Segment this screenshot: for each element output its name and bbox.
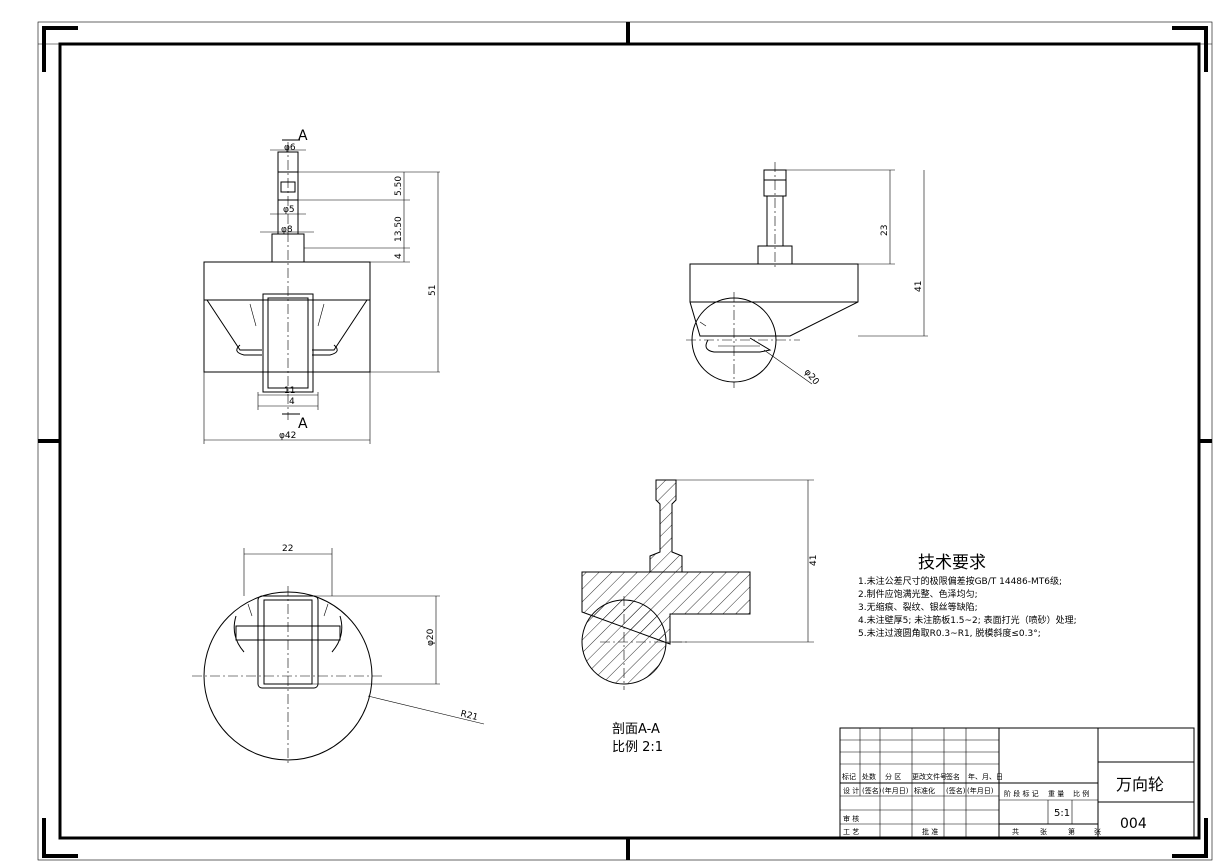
dim-4-width: 4 [289, 397, 295, 407]
tb-header-sign: 签名 [946, 772, 960, 781]
front-view: A A φ6 φ5 φ8 5.50 13.50 4 51 11 4 φ42 [203, 128, 440, 444]
section-title: 剖面A-A [612, 722, 660, 737]
sheet-frame [37, 21, 1213, 861]
top-dim-r21: R21 [459, 709, 479, 723]
dim-phi5: φ5 [283, 205, 295, 215]
tech-req-title: 技术要求 [918, 553, 986, 573]
tb-header-date: 年、月、日 [968, 772, 1003, 781]
tb-sheets-total: 共 [1012, 827, 1019, 836]
dim-5-50: 5.50 [394, 176, 404, 196]
tb-stage-mark: 阶 段 标 记 [1004, 789, 1039, 798]
dim-phi6: φ6 [284, 143, 296, 153]
technical-requirements: 技术要求 1.未注公差尺寸的极限偏差按GB/T 14486-MT6级; 2.制件… [858, 553, 1077, 639]
tb-header-change-doc: 更改文件号 [912, 772, 947, 781]
dim-11: 11 [284, 386, 295, 396]
top-view: 22 φ20 R21 [192, 544, 485, 766]
dim-4-height: 4 [394, 253, 404, 259]
top-dim-phi20: φ20 [426, 628, 436, 646]
tb-design: 设 计 [843, 786, 859, 795]
tb-approve: 批 准 [922, 827, 938, 836]
tb-design-date: (年月日) [882, 786, 909, 795]
tech-req-item-1: 1.未注公差尺寸的极限偏差按GB/T 14486-MT6级; [858, 575, 1062, 587]
tb-header-mark: 标记 [842, 772, 856, 781]
top-dim-22: 22 [282, 544, 293, 554]
drawing-number: 004 [1120, 816, 1147, 832]
tb-sheets-total-unit: 张 [1040, 827, 1047, 836]
tech-req-item-5: 5.未注过渡圆角取R0.3~R1, 脱模斜度≤0.3°; [858, 627, 1041, 639]
side-view: 23 41 φ20 [686, 162, 928, 388]
title-block: 标记 处数 分 区 更改文件号 签名 年、月、日 设 计 (签名) (年月日) … [839, 727, 1195, 839]
side-dim-41: 41 [914, 281, 924, 292]
tb-sheets-num-unit: 张 [1094, 827, 1101, 836]
tb-sheets-num: 第 [1068, 827, 1075, 836]
dim-13-50: 13.50 [394, 216, 404, 242]
dim-phi42: φ42 [279, 431, 296, 441]
tb-std-date: (年月日) [967, 786, 994, 795]
side-dim-23: 23 [880, 225, 890, 236]
dim-phi8: φ8 [281, 225, 293, 235]
tech-req-item-4: 4.未注壁厚5; 未注筋板1.5~2; 表面打光（喷砂）处理; [858, 614, 1077, 626]
side-dim-phi20: φ20 [802, 368, 821, 388]
tb-weight: 重 量 [1048, 790, 1064, 798]
tb-process: 工 艺 [843, 828, 859, 836]
section-mark-bottom: A [298, 416, 308, 432]
tech-req-item-2: 2.制件应饱满光整、色泽均匀; [858, 588, 978, 600]
tech-req-item-3: 3.无缩痕、裂纹、银丝等缺陷; [858, 601, 978, 613]
section-scale: 比例 2:1 [612, 740, 663, 755]
tb-standardization: 标准化 [914, 786, 935, 795]
tb-header-zone: 分 区 [885, 772, 901, 781]
part-name: 万向轮 [1116, 775, 1164, 794]
section-dim-41: 41 [809, 555, 819, 566]
tb-design-sign: (签名) [862, 786, 882, 795]
tb-header-count: 处数 [862, 772, 876, 781]
tb-review: 审 核 [843, 814, 859, 823]
tb-scale-value: 5:1 [1054, 808, 1070, 819]
tb-scale-label: 比 例 [1073, 789, 1089, 798]
section-mark-top: A [298, 128, 308, 144]
section-view: 41 剖面A-A 比例 2:1 [581, 479, 819, 755]
tb-std-sign: (签名) [946, 786, 966, 795]
dim-51: 51 [428, 285, 438, 296]
